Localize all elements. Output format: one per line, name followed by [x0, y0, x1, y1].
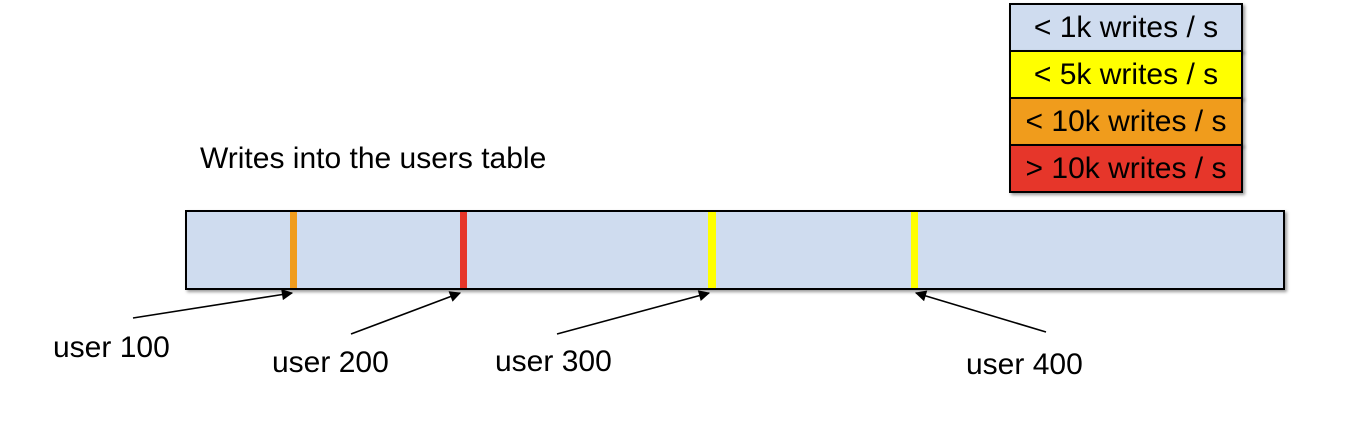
stripe-user-300 [708, 212, 716, 288]
label-user-400: user 400 [966, 348, 1083, 381]
legend-item-lt-1k-label: < 1k writes / s [1033, 11, 1219, 44]
legend-item-lt-10k-label: < 10k writes / s [1025, 105, 1227, 138]
legend-item-lt-5k: < 5k writes / s [1009, 50, 1243, 99]
legend-item-lt-10k: < 10k writes / s [1009, 97, 1243, 146]
label-user-300: user 300 [495, 345, 612, 378]
arrow-user-100 [132, 289, 294, 319]
legend-item-gt-10k: > 10k writes / s [1009, 144, 1243, 193]
users-table-bar [185, 210, 1285, 290]
legend: < 1k writes / s < 5k writes / s < 10k wr… [1009, 3, 1243, 193]
arrow-user-400 [914, 290, 1047, 333]
legend-item-gt-10k-label: > 10k writes / s [1025, 152, 1227, 185]
label-user-100: user 100 [53, 331, 170, 364]
legend-item-lt-1k: < 1k writes / s [1009, 3, 1243, 52]
stripe-user-100 [290, 212, 297, 288]
arrow-user-300 [556, 290, 711, 335]
legend-item-lt-5k-label: < 5k writes / s [1033, 58, 1219, 91]
arrow-user-200 [350, 291, 462, 335]
stripe-user-200 [460, 212, 467, 288]
stripe-user-400 [911, 212, 918, 288]
diagram-title: Writes into the users table [200, 142, 547, 175]
label-user-200: user 200 [272, 346, 389, 379]
